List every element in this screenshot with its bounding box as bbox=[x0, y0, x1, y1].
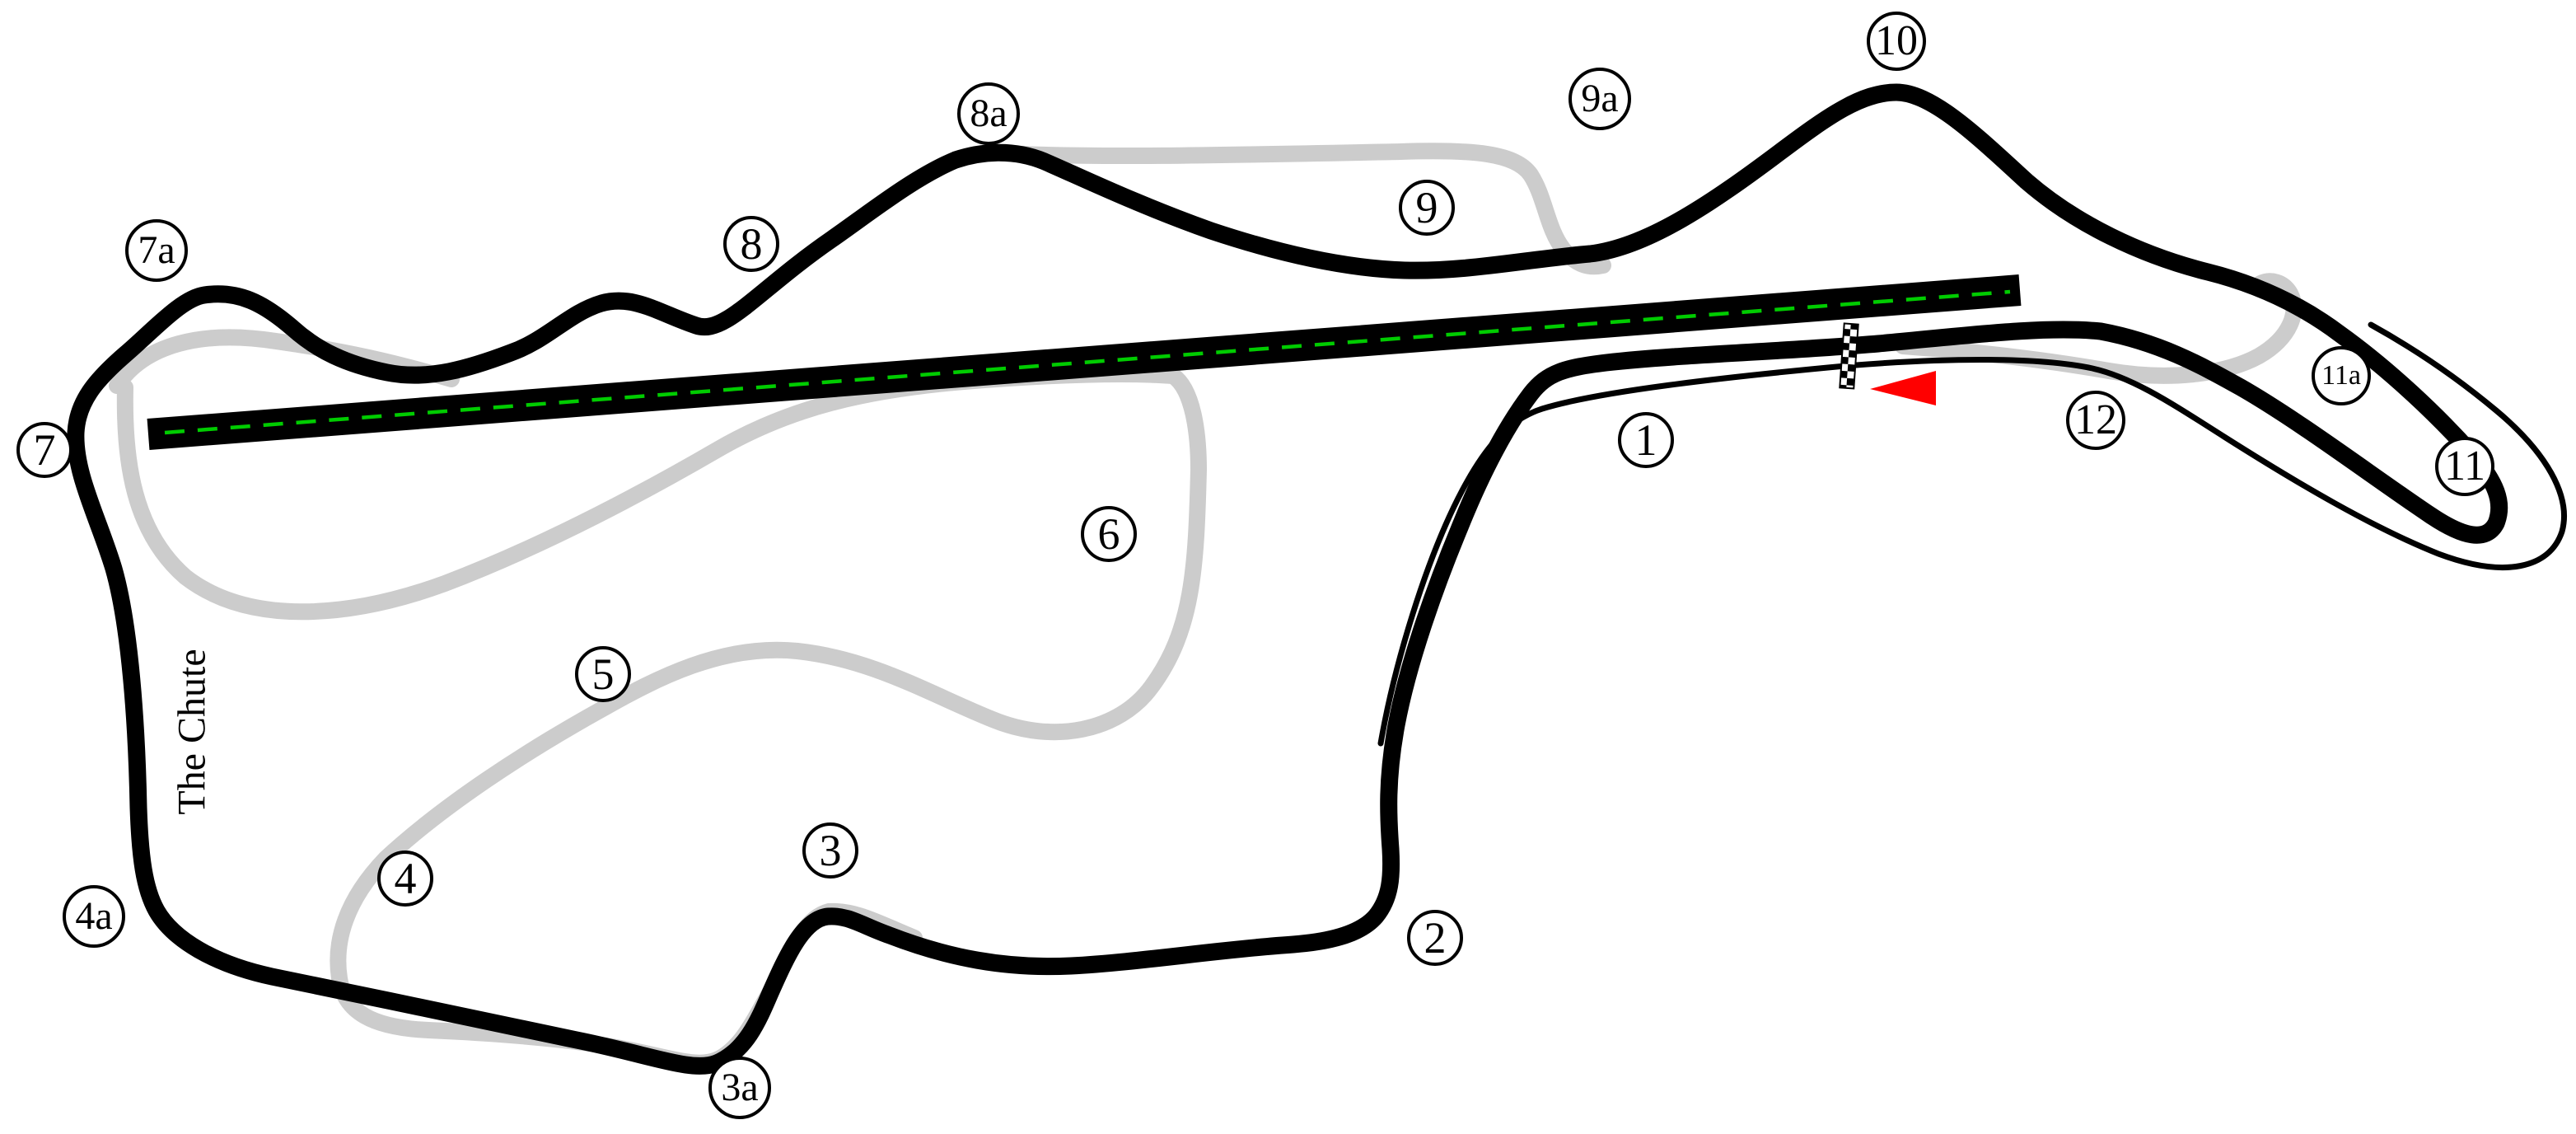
alternate-track-turn7-path bbox=[109, 329, 460, 394]
outer-boundary-line-path bbox=[1377, 321, 2567, 747]
turn-marker-9a: 9a bbox=[1569, 68, 1631, 130]
turn-marker-4a: 4a bbox=[63, 885, 125, 948]
turn-marker-2: 2 bbox=[1407, 910, 1463, 966]
turn-marker-8: 8 bbox=[723, 216, 779, 272]
turn-marker-7: 7 bbox=[16, 422, 72, 478]
turn-marker-4: 4 bbox=[377, 850, 433, 907]
drag-strip-path bbox=[147, 274, 2022, 450]
turn-marker-9: 9 bbox=[1399, 180, 1455, 236]
turn-marker-3a: 3a bbox=[708, 1057, 771, 1119]
turn-marker-8a: 8a bbox=[957, 82, 1020, 145]
turn-marker-11a: 11a bbox=[2312, 346, 2371, 405]
turn-marker-3: 3 bbox=[802, 822, 858, 879]
turn-marker-10: 10 bbox=[1867, 12, 1926, 71]
turn-marker-5: 5 bbox=[575, 646, 631, 702]
turn-marker-12: 12 bbox=[2066, 391, 2125, 450]
left-arrow-icon bbox=[1870, 371, 1936, 405]
main-track-path bbox=[67, 83, 2508, 1075]
checkered-flag-icon bbox=[1839, 322, 1859, 390]
chute-label: The Chute bbox=[170, 649, 214, 815]
turn-marker-7a: 7a bbox=[125, 219, 188, 282]
drag-strip-centerline bbox=[164, 289, 2011, 435]
turn-marker-11: 11 bbox=[2435, 437, 2494, 496]
turn-marker-1: 1 bbox=[1618, 412, 1674, 468]
turn-marker-6: 6 bbox=[1081, 506, 1137, 562]
